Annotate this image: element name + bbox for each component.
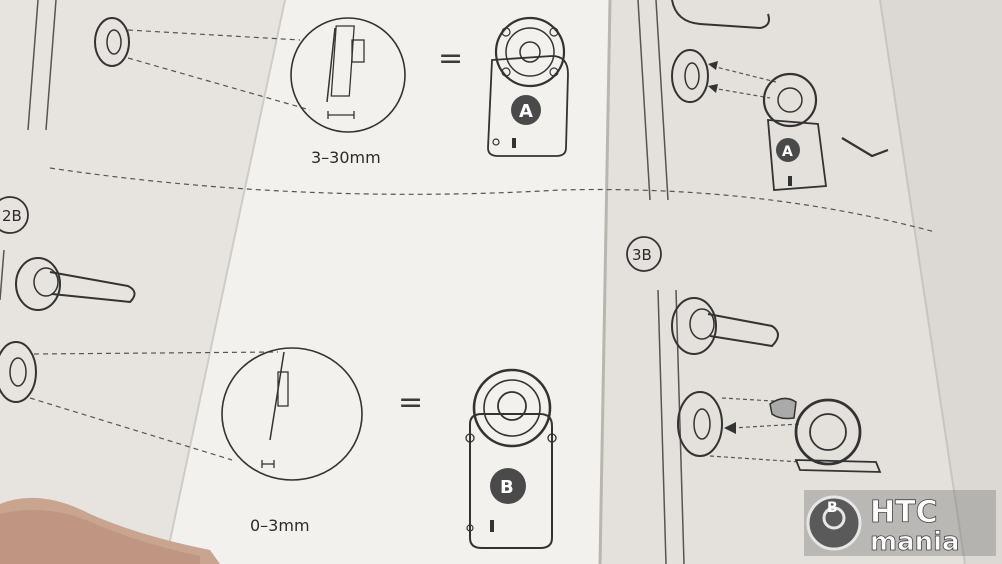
arrow-head [708, 84, 718, 93]
door-handle-drawing-left [15, 257, 136, 311]
escutcheon-drawing-top-right [671, 49, 709, 103]
svg-text:3B: 3B [632, 246, 652, 264]
door-edge-line [0, 249, 5, 301]
step-badge-2b: 2B [0, 196, 29, 234]
svg-text:B: B [500, 477, 514, 498]
equals-sign-top: = [438, 41, 463, 76]
dashed-guide [127, 57, 311, 111]
door-edge-line [657, 289, 667, 564]
badge-b: B [490, 468, 526, 504]
zoom-circle-thick-door [290, 17, 406, 133]
door-edge-line [675, 289, 685, 564]
finger-foreground [0, 497, 220, 564]
watermark-word-htc: HTC [870, 495, 938, 530]
dashed-arrow [731, 423, 801, 429]
fold-line-left [164, 0, 286, 564]
svg-text:A: A [519, 101, 533, 122]
dashed-guide [127, 29, 301, 41]
adapter-b-installed-drawing [769, 397, 882, 473]
hex-key-drawing [841, 137, 889, 158]
htcmania-watermark: B HTC mania [804, 490, 996, 556]
door-edge-line [45, 0, 57, 131]
escutcheon-drawing-top [94, 17, 130, 67]
svg-text:B: B [827, 500, 838, 516]
paper-left-panel [0, 0, 285, 564]
htcmania-logo-icon: B [806, 495, 862, 551]
adapter-b-drawing [465, 368, 557, 549]
door-edge-line [655, 0, 669, 201]
door-handle-drawing-right [671, 297, 779, 355]
door-edge-line [637, 0, 651, 201]
zoom-circle-thin-door [221, 347, 363, 481]
fold-line-right [598, 0, 612, 564]
dashed-arrow [711, 65, 777, 83]
svg-text:2B: 2B [2, 207, 22, 225]
dashed-guide [33, 351, 279, 355]
measure-label-bottom: 0–3mm [250, 516, 310, 535]
door-handle-drawing-top-right [671, 0, 770, 30]
door-edge-line [27, 0, 39, 131]
escutcheon-drawing-bottom-right [677, 391, 723, 457]
adapter-a-drawing [487, 16, 569, 157]
arrow-head [724, 422, 736, 434]
section-separator [49, 167, 936, 233]
escutcheon-drawing-bottom [0, 341, 37, 403]
step-badge-3b: 3B [626, 236, 662, 272]
equals-sign-bottom: = [398, 385, 423, 420]
svg-text:A: A [782, 144, 793, 160]
measure-label-top: 3–30mm [311, 148, 381, 167]
dashed-arrow [711, 87, 771, 99]
fold-line-far [879, 0, 966, 564]
arrow-head [708, 61, 718, 70]
badge-a: A [511, 95, 541, 125]
dashed-arrow [709, 455, 801, 463]
adapter-a-installed-drawing: A [762, 72, 828, 191]
paper-right-panel [600, 0, 965, 564]
watermark-word-mania: mania [870, 527, 960, 556]
